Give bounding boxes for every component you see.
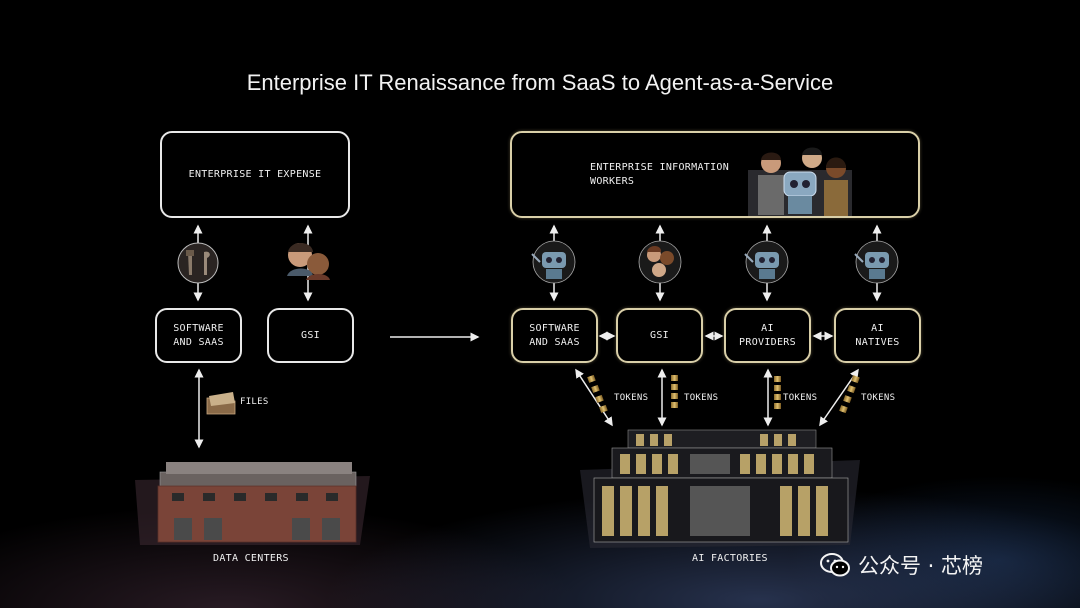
tokens-label-3: TOKENS	[783, 393, 818, 403]
page-title: Enterprise IT Renaissance from SaaS to A…	[246, 70, 834, 95]
tokens-label-4: TOKENS	[861, 393, 896, 403]
people-icon-right	[638, 240, 682, 284]
people-icon-left	[287, 243, 330, 280]
robot-icon-3	[854, 240, 899, 284]
folder-icon	[206, 392, 236, 415]
watermark-text: 公众号 · 芯榜	[858, 554, 984, 578]
robot-icon-1	[531, 240, 576, 284]
robot-icon-2	[744, 240, 789, 284]
workers-robot-icon	[748, 147, 852, 216]
tools-icon	[177, 242, 219, 284]
datacenter-building-icon	[135, 462, 370, 545]
tokens-label-1: TOKENS	[614, 393, 649, 403]
ai-factory-icon	[580, 429, 860, 548]
data-centers-label: DATA CENTERS	[213, 553, 289, 564]
enterprise-it-expense-box: ENTERPRISE IT EXPENSE	[160, 131, 350, 218]
token-stack-icon-1	[587, 374, 608, 413]
token-arrows	[575, 368, 859, 427]
tokens-label-2: TOKENS	[684, 393, 719, 403]
watermark: 公众号 · 芯榜	[820, 550, 983, 580]
files-label: FILES	[240, 397, 269, 407]
gsi-label-right: GSI	[650, 329, 669, 341]
right-top-arrows	[549, 224, 882, 302]
gsi-box-left: GSI	[267, 308, 354, 363]
enterprise-it-expense-label: ENTERPRISE IT EXPENSE	[188, 168, 322, 180]
gsi-box-right: GSI	[616, 308, 703, 363]
wechat-icon	[820, 553, 850, 577]
token-stack-icon-2	[671, 375, 678, 408]
token-stack-icon-4	[839, 375, 860, 414]
ai-factories-label: AI FACTORIES	[692, 553, 768, 564]
gsi-label-left: GSI	[301, 329, 320, 341]
token-stack-icon-3	[774, 376, 781, 409]
